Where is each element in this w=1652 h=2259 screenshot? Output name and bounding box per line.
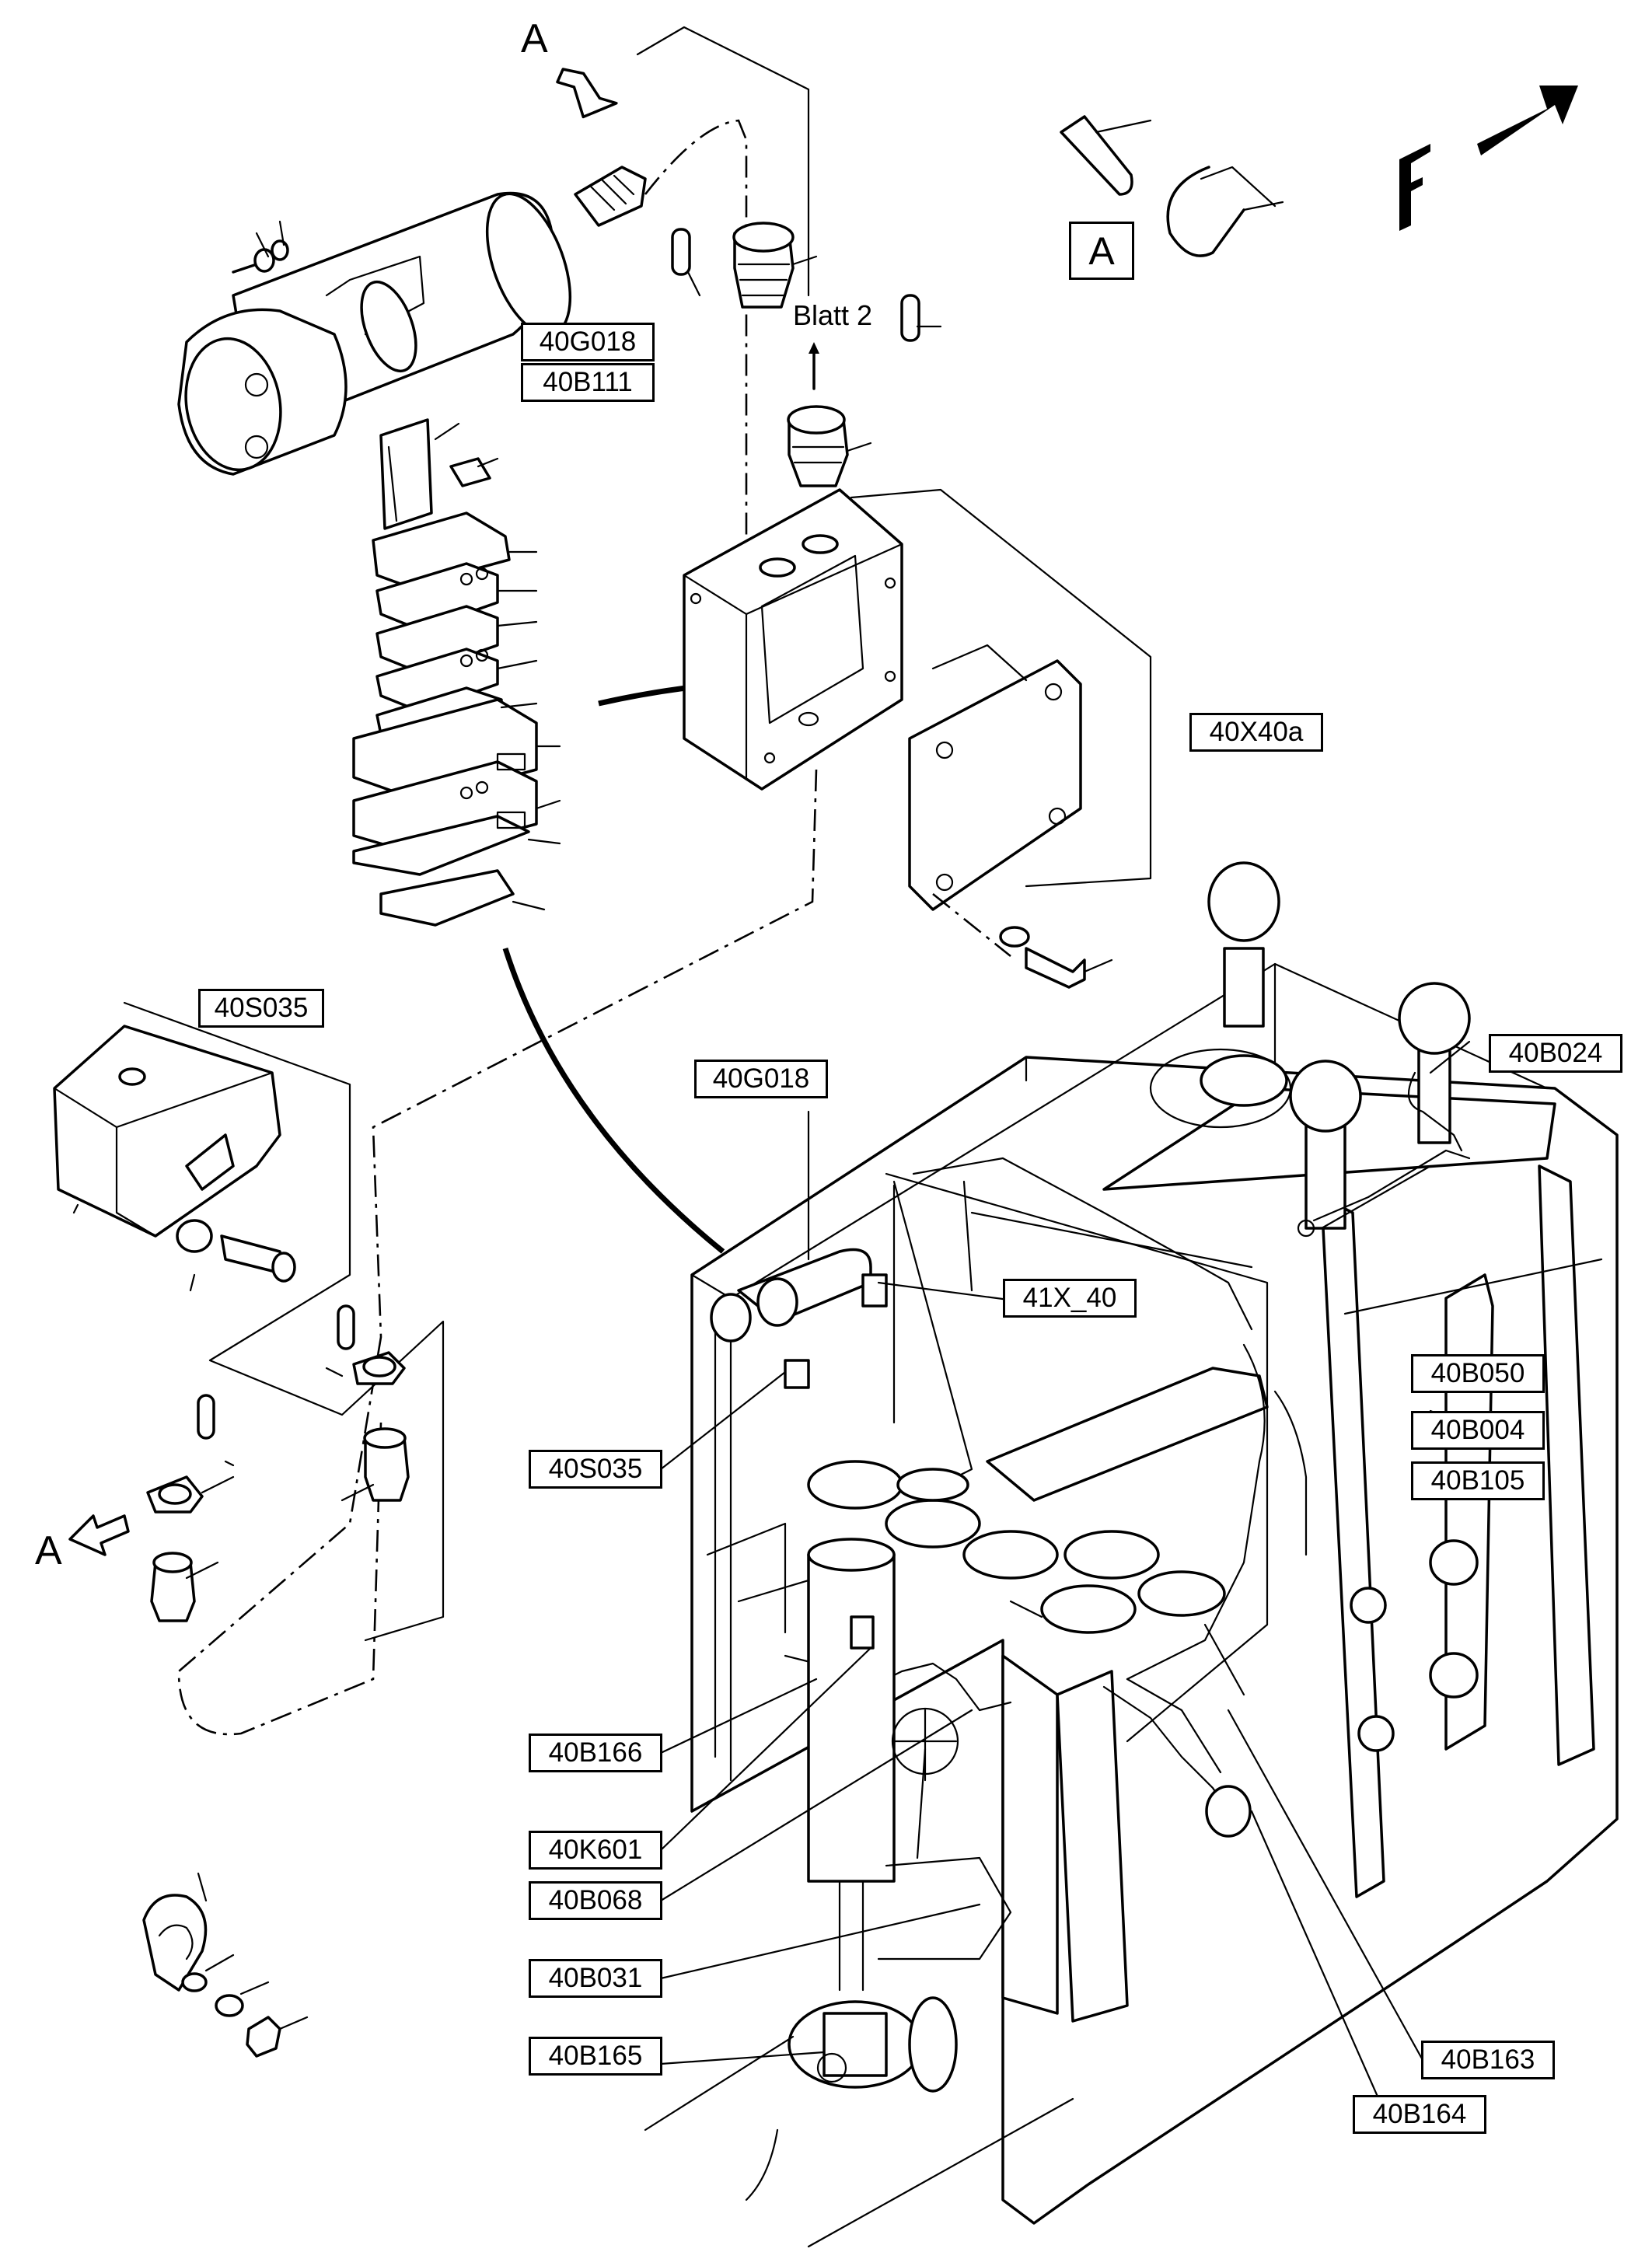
- main-frame: [644, 861, 1619, 2248]
- arrow-icon: [556, 68, 618, 119]
- cable-gland-upper: [732, 222, 818, 309]
- label-40b164: 40B164: [1353, 2095, 1486, 2134]
- lower-left-gland: [146, 1304, 410, 1622]
- pin-parts: [671, 228, 942, 342]
- direction-arrow-icon: [1399, 86, 1578, 231]
- detail-a-parts: [1060, 115, 1152, 196]
- cable-gland-lower: [787, 405, 872, 487]
- label-40g018-mid: 40G018: [694, 1060, 828, 1098]
- label-40s035-mid: 40S035: [529, 1450, 662, 1489]
- motor-assembly: [177, 166, 647, 476]
- view-marker-left: A: [35, 1528, 62, 1573]
- cable-tie-icon: [1166, 166, 1284, 257]
- label-40b031: 40B031: [529, 1959, 662, 1998]
- switch-assembly: [53, 1025, 296, 1292]
- arrow-icon: [68, 1514, 130, 1556]
- label-40b163: 40B163: [1421, 2041, 1555, 2079]
- label-40x40a: 40X40a: [1189, 713, 1323, 752]
- view-marker-top: A: [521, 16, 548, 61]
- label-40b165: 40B165: [529, 2037, 662, 2076]
- label-40s035-top: 40S035: [198, 989, 324, 1028]
- label-40b024: 40B024: [1489, 1034, 1622, 1073]
- label-40b004: 40B004: [1411, 1411, 1545, 1450]
- label-40k601: 40K601: [529, 1831, 662, 1870]
- detail-box-label: A: [1069, 222, 1134, 280]
- label-40b111: 40B111: [521, 363, 655, 402]
- blatt-reference: Blatt 2: [793, 299, 873, 331]
- label-40g018-top: 40G018: [521, 323, 655, 361]
- cable-clip-parts: [142, 1872, 309, 2058]
- label-40b105: 40B105: [1411, 1461, 1545, 1500]
- label-40b050: 40B050: [1411, 1354, 1545, 1393]
- label-40b068: 40B068: [529, 1881, 662, 1920]
- box-cover: [908, 659, 1082, 911]
- junction-box: [683, 488, 903, 791]
- terminal-block-stack: [352, 418, 561, 927]
- cover-screw: [999, 926, 1113, 989]
- label-40b166: 40B166: [529, 1734, 662, 1772]
- label-41x-40: 41X_40: [1003, 1279, 1137, 1318]
